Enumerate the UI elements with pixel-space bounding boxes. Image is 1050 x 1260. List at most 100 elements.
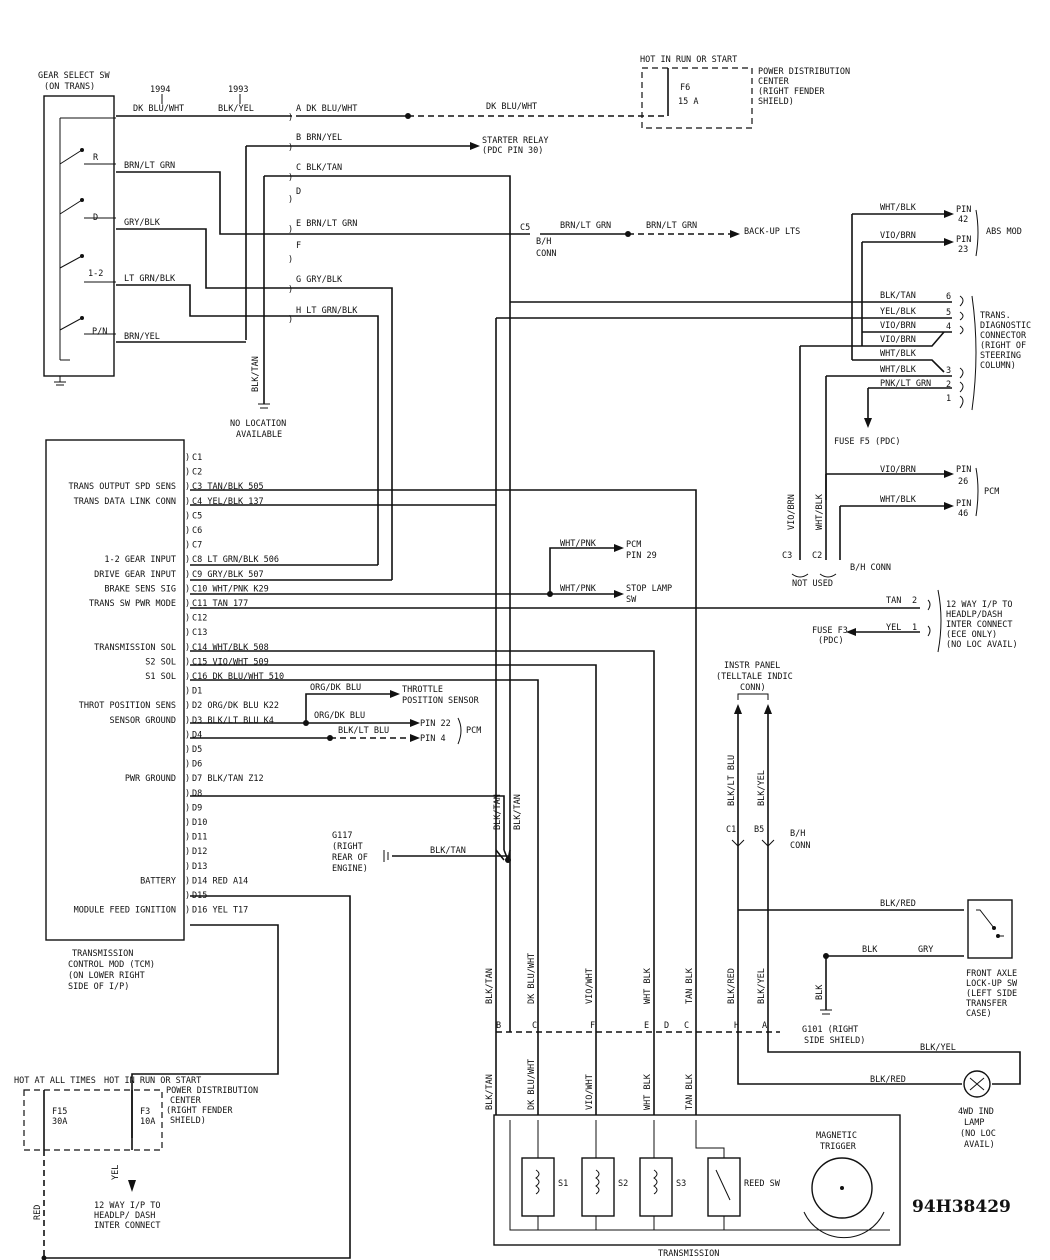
- tcm-pin: C12: [192, 614, 207, 624]
- svg-text:): ): [288, 195, 293, 205]
- tcm-pin: C11 TAN 177: [192, 599, 248, 609]
- wire-brn-lt-grn: BRN/LT GRN: [124, 161, 175, 171]
- pcm-v1: VIO/BRN: [787, 494, 797, 530]
- cavity-b: B BRN/YEL: [296, 133, 342, 143]
- tcm-label: 1-2 GEAR INPUT: [104, 555, 176, 565]
- tcm-pin: C13: [192, 628, 207, 638]
- tcm-label: MODULE FEED IGNITION: [74, 906, 176, 916]
- trans-wire-label: BLK/TAN: [485, 968, 495, 1004]
- trans-cavity: C: [684, 1021, 689, 1031]
- pcm-pin46: PIN: [956, 499, 971, 509]
- tcm-pin: C8 LT GRN/BLK 506: [192, 555, 279, 565]
- headlp-l4: (ECE ONLY): [946, 630, 997, 640]
- tcm-pin: D7 BLK/TAN Z12: [192, 774, 264, 784]
- tcm-pin: C6: [192, 526, 202, 536]
- tcm-pin: D10: [192, 818, 207, 828]
- pcm-label: PCM: [984, 487, 999, 497]
- stop-l2: SW: [626, 595, 637, 605]
- tcm-pin: D6: [192, 760, 202, 770]
- headlp-f3: FUSE F3: [812, 626, 848, 636]
- diag-n3: 3: [946, 366, 951, 376]
- g117-v1: BLK/TAN: [493, 794, 503, 830]
- diagram-code: 94H38429: [912, 1197, 1011, 1217]
- top-pdc-l3: (RIGHT FENDER: [758, 87, 825, 97]
- diag-n4: 4: [946, 322, 951, 332]
- diag-l3: CONNECTOR: [980, 331, 1027, 341]
- tcm-label: S2 SOL: [145, 657, 176, 667]
- tcm-pin-chevron: ): [185, 628, 190, 638]
- lamp-l3: (NO LOC: [960, 1129, 996, 1139]
- diag-w2: PNK/LT GRN: [880, 379, 931, 389]
- pcm-w1: VIO/BRN: [880, 465, 916, 475]
- diag-l6: COLUMN): [980, 361, 1016, 371]
- trans-mag1: MAGNETIC: [816, 1131, 857, 1141]
- abs-module: WHT/BLK VIO/BRN PIN 42 PIN 23 ABS MOD: [851, 203, 1022, 360]
- tcm-pin-chevron: ): [185, 599, 190, 609]
- gear-select-title: GEAR SELECT SW: [38, 71, 111, 81]
- tcm-label: S1 SOL: [145, 672, 176, 682]
- top-pdc: HOT IN RUN OR START F6 15 A POWER DISTRI…: [640, 55, 850, 129]
- conn-c5: C5: [520, 223, 530, 233]
- tcm-pin: C2: [192, 468, 202, 478]
- stop-l1: STOP LAMP: [626, 584, 672, 594]
- tcm-pin-chevron: ): [185, 701, 190, 711]
- instr-l1: INSTR PANEL: [724, 661, 780, 671]
- tps-w2: ORG/DK BLU: [314, 711, 365, 721]
- top-pdc-fuse: F6: [680, 83, 690, 93]
- wire-label-blk-yel: BLK/YEL: [218, 104, 254, 114]
- tcm-pin-chevron: ): [185, 614, 190, 624]
- backup-lts: BACK-UP LTS: [744, 227, 800, 237]
- tcm-pin-chevron: ): [185, 584, 190, 594]
- pos-1-2: 1-2: [88, 269, 103, 279]
- tcm-pin-chevron: ): [185, 468, 190, 478]
- trans-wire-label: DK BLU/WHT: [527, 953, 537, 1004]
- cavity-c: C BLK/TAN: [296, 163, 342, 173]
- front-axle-g101b: SIDE SHIELD): [804, 1036, 865, 1046]
- abs-pin-23: PIN: [956, 235, 971, 245]
- tcm-label: THROT POSITION SENS: [79, 701, 176, 711]
- abs-pin-42: PIN: [956, 205, 971, 215]
- wire-gry-blk: GRY/BLK: [124, 218, 161, 228]
- pcm-n46: 46: [958, 509, 968, 519]
- trans-title: TRANSMISSION: [658, 1249, 719, 1259]
- trans-cavity: D: [664, 1021, 669, 1031]
- lamp-l1: 4WD IND: [958, 1107, 994, 1117]
- trans-cavity: B: [496, 1021, 501, 1031]
- front-axle-switch: BLK/RED BLK GRY BLK FRONT AXLE LOCK-UP S…: [738, 899, 1018, 1046]
- diag-w-wb: WHT/BLK: [880, 349, 917, 359]
- tcm-pin: D2 ORG/DK BLU K22: [192, 701, 279, 711]
- top-pdc-amp: 15 A: [678, 97, 698, 107]
- front-axle-gry: GRY: [918, 945, 933, 955]
- bottom-pdc-c3: INTER CONNECT: [94, 1221, 161, 1231]
- svg-text:): ): [288, 143, 293, 153]
- front-axle-l4: TRANSFER: [966, 999, 1008, 1009]
- tps-p22: PIN 22: [420, 719, 451, 729]
- trans-wire-label-lower: DK BLU/WHT: [527, 1059, 537, 1110]
- tcm-pin: D14 RED A14: [192, 876, 248, 886]
- tcm-pin: D3 BLK/LT BLU K4: [192, 716, 274, 726]
- tcm-label: SENSOR GROUND: [109, 716, 176, 726]
- diag-w6: BLK/TAN: [880, 291, 916, 301]
- tps-w3: BLK/LT BLU: [338, 726, 389, 736]
- diag-w-vb: VIO/BRN: [880, 335, 916, 345]
- tcm-pin-chevron: ): [185, 482, 190, 492]
- instr-v2: BLK/YEL: [757, 770, 767, 806]
- diag-l5: STEERING: [980, 351, 1021, 361]
- tps-w1: ORG/DK BLU: [310, 683, 361, 693]
- year-1993: 1993: [228, 85, 248, 95]
- top-pdc-hot: HOT IN RUN OR START: [640, 55, 737, 65]
- headlp-l3: INTER CONNECT: [946, 620, 1013, 630]
- tps-l2: POSITION SENSOR: [402, 696, 480, 706]
- trans-wire-label: VIO/WHT: [585, 968, 595, 1004]
- trans-wire-label: BLK/YEL: [757, 968, 767, 1004]
- front-axle-l2: LOCK-UP SW: [966, 979, 1018, 989]
- instr-panel: INSTR PANEL (TELLTALE INDIC CONN) BLK/LT…: [716, 661, 810, 1032]
- diag-n5: 5: [946, 308, 951, 318]
- trans-s2: S2: [618, 1179, 628, 1189]
- diag-n2: 2: [946, 380, 951, 390]
- tcm-pin: D5: [192, 745, 202, 755]
- pcm-not-used: NOT USED: [792, 579, 833, 589]
